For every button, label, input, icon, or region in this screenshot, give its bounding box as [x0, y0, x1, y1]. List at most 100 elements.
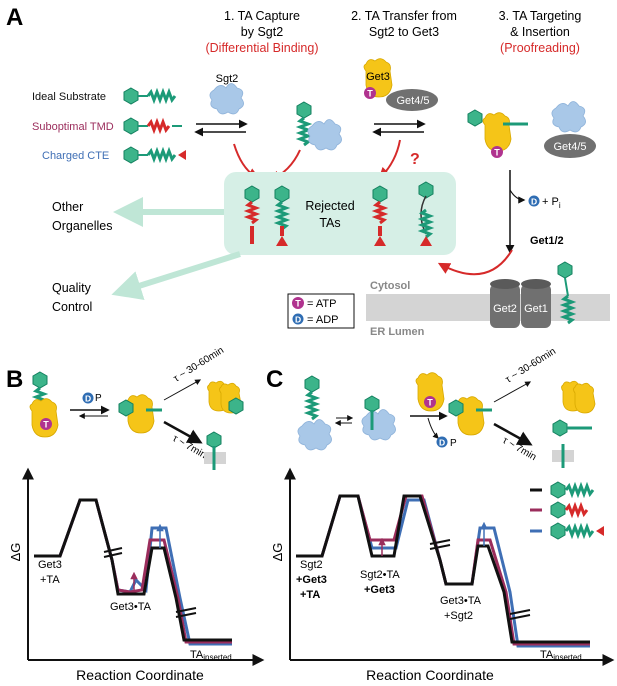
state1-b-l1: Get3: [38, 559, 62, 571]
state3-b: TAinserted: [190, 649, 232, 662]
charged-cte-label: Charged CTE: [42, 150, 109, 162]
step2-line2: Sgt2 to Get3: [369, 25, 439, 39]
quality-control-1: Quality: [52, 281, 92, 295]
step3-tag: (Proofreading): [500, 41, 580, 55]
sgt2-icon: [361, 409, 396, 441]
atp-icon: [292, 297, 304, 309]
panel-label-a: A: [6, 4, 23, 31]
state1-b-l2: +TA: [40, 574, 60, 586]
question-mark: ?: [410, 151, 420, 168]
step-headers: 1. TA Capture by Sgt2 (Differential Bind…: [205, 9, 581, 55]
sgt2-icon: [551, 101, 586, 133]
ylabel-b: ΔG: [8, 543, 23, 562]
step1-tag: (Differential Binding): [205, 41, 318, 55]
adp-icon: [82, 392, 94, 404]
hexagon-icon: [296, 101, 312, 119]
hexagon-icon: [557, 261, 573, 279]
get3-icon: [29, 398, 59, 438]
step1-line1: 1. TA Capture: [224, 9, 300, 23]
legend-atp: = ATP: [307, 298, 336, 310]
svg-text:P: P: [95, 393, 102, 404]
sgt2-icon: [307, 119, 342, 151]
hexagon-icon: [467, 109, 483, 127]
tau-slow-b: τ ~ 30-60min: [172, 345, 226, 385]
ylabel-c: ΔG: [270, 543, 285, 562]
ideal-substrate-label: Ideal Substrate: [32, 91, 106, 103]
state2-b: Get3•TA: [110, 601, 152, 613]
state1-c-l2: +Get3: [296, 574, 327, 586]
state3-c-l2: +Sgt2: [444, 610, 473, 622]
state1-c-l1: Sgt2: [300, 559, 323, 571]
hexagon-icon: [448, 399, 464, 417]
sgt2-icon: [209, 83, 244, 115]
step3-line2: & Insertion: [510, 25, 570, 39]
tma-helix-icon: [562, 294, 574, 325]
hexagon-icon: [123, 117, 139, 135]
tma-helix-icon: [146, 90, 177, 102]
get2-icon: Get2: [493, 303, 517, 315]
tma-helix-icon: [146, 120, 171, 132]
tma-helix-icon: [146, 149, 177, 161]
state2-c-l2: +Get3: [364, 584, 395, 596]
atp-icon: [424, 396, 436, 408]
atp-icon: [364, 87, 376, 99]
hexagon-icon: [118, 399, 134, 417]
get12-label: Get1/2: [530, 235, 564, 247]
hexagon-icon: [364, 395, 380, 413]
energy-diagram-c: ΔG Reaction Coordinate Sgt2 +Get3 +TA Sg…: [270, 467, 615, 683]
legend-adp: = ADP: [307, 314, 339, 326]
suboptimal-tmd-label: Suboptimal TMD: [32, 121, 114, 133]
get1-icon: Get1: [524, 303, 548, 315]
sgt2-label: Sgt2: [216, 73, 239, 85]
atp-icon: [491, 146, 503, 158]
get3-label: Get3: [366, 71, 390, 83]
other-organelles-1: Other: [52, 200, 83, 214]
get1-get2-channel: Get2 Get1: [490, 279, 551, 328]
rejected-label-2: TAs: [319, 216, 340, 230]
get45-icon: [386, 89, 438, 111]
substrate-list: Ideal Substrate Suboptimal TMD Charged C…: [32, 87, 186, 164]
hexagon-icon: [123, 87, 139, 105]
atp-icon: [40, 418, 52, 430]
xlabel-c: Reaction Coordinate: [366, 667, 494, 683]
get3-icon: [482, 112, 512, 152]
hexagon-icon: [32, 371, 48, 389]
xlabel-b: Reaction Coordinate: [76, 667, 204, 683]
other-organelles-2: Organelles: [52, 219, 112, 233]
state2-c-l1: Sgt2•TA: [360, 569, 400, 581]
hexagon-icon: [552, 419, 568, 437]
get45-icon: [544, 134, 596, 158]
hexagon-icon: [228, 397, 244, 415]
substrate-key-c: [530, 481, 604, 540]
state4-c: TAinserted: [540, 649, 582, 662]
svg-text:P: P: [450, 438, 457, 449]
panel-label-b: B: [6, 366, 23, 393]
cytosol-label: Cytosol: [370, 280, 410, 292]
step2-line1: 2. TA Transfer from: [351, 9, 457, 23]
step3-line1: 3. TA Targeting: [499, 9, 582, 23]
get45-label: Get4/5: [553, 141, 586, 153]
adp-icon: [436, 436, 448, 448]
step1-line2: by Sgt2: [241, 25, 283, 39]
panel-label-c: C: [266, 366, 283, 393]
adp-icon: [528, 195, 540, 207]
get45-label: Get4/5: [396, 95, 429, 107]
state3-c-l1: Get3•TA: [440, 595, 482, 607]
pi-label: + Pi: [542, 196, 561, 210]
energy-diagram-b: ΔG Reaction Coordinate Get3 +TA Get3•TA …: [8, 467, 265, 683]
tma-helix-icon: [298, 116, 310, 147]
er-lumen-label: ER Lumen: [370, 326, 425, 338]
state1-c-l3: +TA: [300, 589, 320, 601]
tma-helix-icon: [306, 390, 318, 421]
hexagon-icon: [304, 375, 320, 393]
hexagon-icon: [206, 431, 222, 449]
rejected-label-1: Rejected: [305, 199, 354, 213]
rejected-tas: [244, 181, 434, 246]
quality-control-2: Control: [52, 300, 92, 314]
sgt2-icon: [297, 419, 332, 451]
hexagon-icon: [123, 146, 139, 164]
tau-slow-c: τ ~ 30-60min: [504, 346, 558, 386]
adp-icon: [292, 313, 304, 325]
get3-icon: [573, 382, 596, 414]
